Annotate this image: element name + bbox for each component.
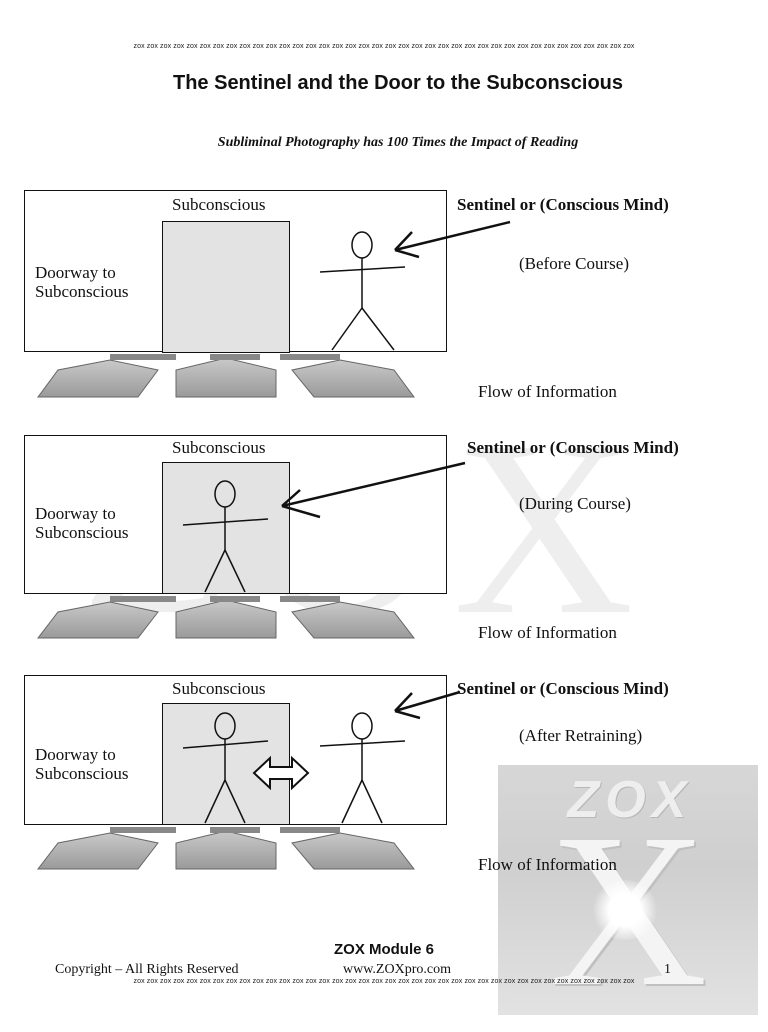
diagram-2-flow-label: Flow of Information	[478, 623, 617, 642]
footer-zox-strip: zox zox zox zox zox zox zox zox zox zox …	[133, 978, 635, 985]
diagram-3-phase-label: (After Retraining)	[519, 726, 643, 745]
diagram-3-pointer-arrow	[394, 690, 461, 720]
diagram-3-double-arrow-icon	[252, 755, 310, 791]
page-subtitle: Subliminal Photography has 100 Times the…	[217, 135, 579, 150]
flow-arrow	[291, 832, 416, 870]
flow-arrow	[37, 359, 159, 398]
flow-arrow	[175, 357, 277, 398]
diagram-2-sentinel-figure	[182, 480, 269, 593]
flow-arrow	[36, 601, 159, 639]
diagram-2-doorway-label-1: Doorway to	[35, 504, 116, 523]
zox-logo-glow	[590, 880, 660, 940]
footer-page-number: 1	[664, 962, 671, 977]
flow-arrow	[175, 830, 277, 870]
diagram-1-door	[162, 221, 290, 353]
diagram-3-flow-label: Flow of Information	[478, 855, 617, 874]
diagram-1-flow-arrows	[37, 354, 415, 398]
header-zox-strip: zox zox zox zox zox zox zox zox zox zox …	[133, 43, 635, 50]
zox-logo-text: ZOX	[567, 771, 693, 829]
page-title: The Sentinel and the Door to the Subcons…	[172, 72, 624, 94]
diagram-1-box-title: Subconscious	[172, 195, 266, 214]
diagram-3-sentinel-figure	[319, 712, 406, 824]
footer-module: ZOX Module 6	[333, 941, 434, 958]
diagram-2-sentinel-label: Sentinel or (Conscious Mind)	[467, 438, 679, 457]
diagram-2-door	[162, 462, 290, 594]
diagram-3-flow-arrows	[36, 827, 416, 870]
diagram-2-doorway-label-2: Subconscious	[35, 523, 129, 542]
flow-arrow	[36, 832, 159, 870]
diagram-3-box-title: Subconscious	[172, 679, 266, 698]
diagram-1-doorway-label-2: Subconscious	[35, 282, 129, 301]
diagram-1-phase-label: (Before Course)	[519, 254, 629, 273]
flow-arrow	[291, 359, 415, 398]
flow-arrow	[175, 599, 277, 639]
diagram-3-inner-figure	[182, 712, 269, 824]
diagram-1-sentinel-label: Sentinel or (Conscious Mind)	[457, 195, 669, 214]
diagram-2-flow-arrows	[36, 596, 416, 639]
flow-arrow	[291, 601, 416, 639]
diagram-2-box-title: Subconscious	[172, 438, 266, 457]
footer-website: www.ZOXpro.com	[343, 962, 451, 977]
diagram-3-doorway-label-1: Doorway to	[35, 745, 116, 764]
footer-copyright: Copyright – All Rights Reserved	[55, 962, 239, 977]
diagram-3-doorway-label-2: Subconscious	[35, 764, 129, 783]
diagram-1-pointer-arrow	[394, 220, 511, 259]
diagram-2-phase-label: (During Course)	[519, 494, 631, 513]
diagram-1-flow-label: Flow of Information	[478, 382, 617, 401]
diagram-1-doorway-label-1: Doorway to	[35, 263, 116, 282]
diagram-1-sentinel-figure	[319, 231, 406, 351]
diagram-2-pointer-arrow	[281, 461, 466, 519]
diagram-3-sentinel-label: Sentinel or (Conscious Mind)	[457, 679, 669, 698]
